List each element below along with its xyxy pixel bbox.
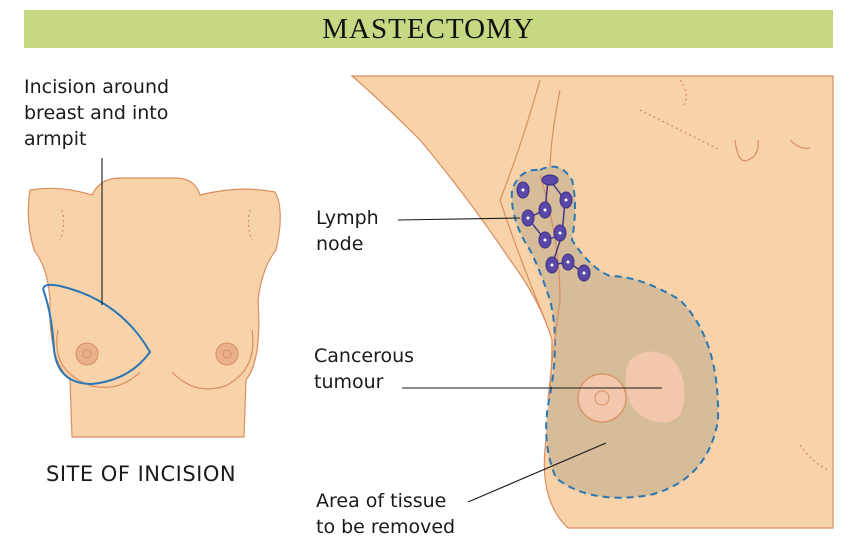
title-banner: MASTECTOMY (24, 10, 833, 48)
area-leader (467, 442, 607, 503)
incision-line (42, 283, 152, 386)
lymph-nodes (516, 174, 591, 282)
lymph-node-label: Lymph node (316, 205, 379, 257)
incision-label: Incision around breast and into armpit (24, 74, 169, 152)
incision-label-line: breast and into (24, 102, 169, 124)
tumour (625, 351, 685, 423)
lymph-node (541, 174, 559, 186)
side-torso-figure (350, 75, 834, 529)
breast-nipple (577, 373, 627, 423)
right-nipple (215, 342, 239, 366)
lymph-leader (397, 217, 521, 221)
tumour-label-line: tumour (314, 371, 384, 393)
left-nipple (75, 342, 99, 366)
lymph-label-line: Lymph (316, 207, 379, 229)
diagram-title: MASTECTOMY (322, 12, 535, 45)
incision-label-line: Incision around (24, 76, 170, 98)
torso-body (27, 177, 281, 438)
site-of-incision-caption: SITE OF INCISION (46, 462, 237, 486)
tumour-label: Cancerous tumour (314, 343, 414, 395)
lymph-label-line: node (316, 233, 364, 255)
removal-area-label: Area of tissue to be removed (316, 488, 455, 540)
area-label-line: Area of tissue (316, 490, 447, 512)
incision-label-line: armpit (24, 128, 87, 150)
area-label-line: to be removed (316, 516, 456, 538)
front-torso-figure (27, 158, 281, 438)
tumour-label-line: Cancerous (314, 345, 415, 367)
